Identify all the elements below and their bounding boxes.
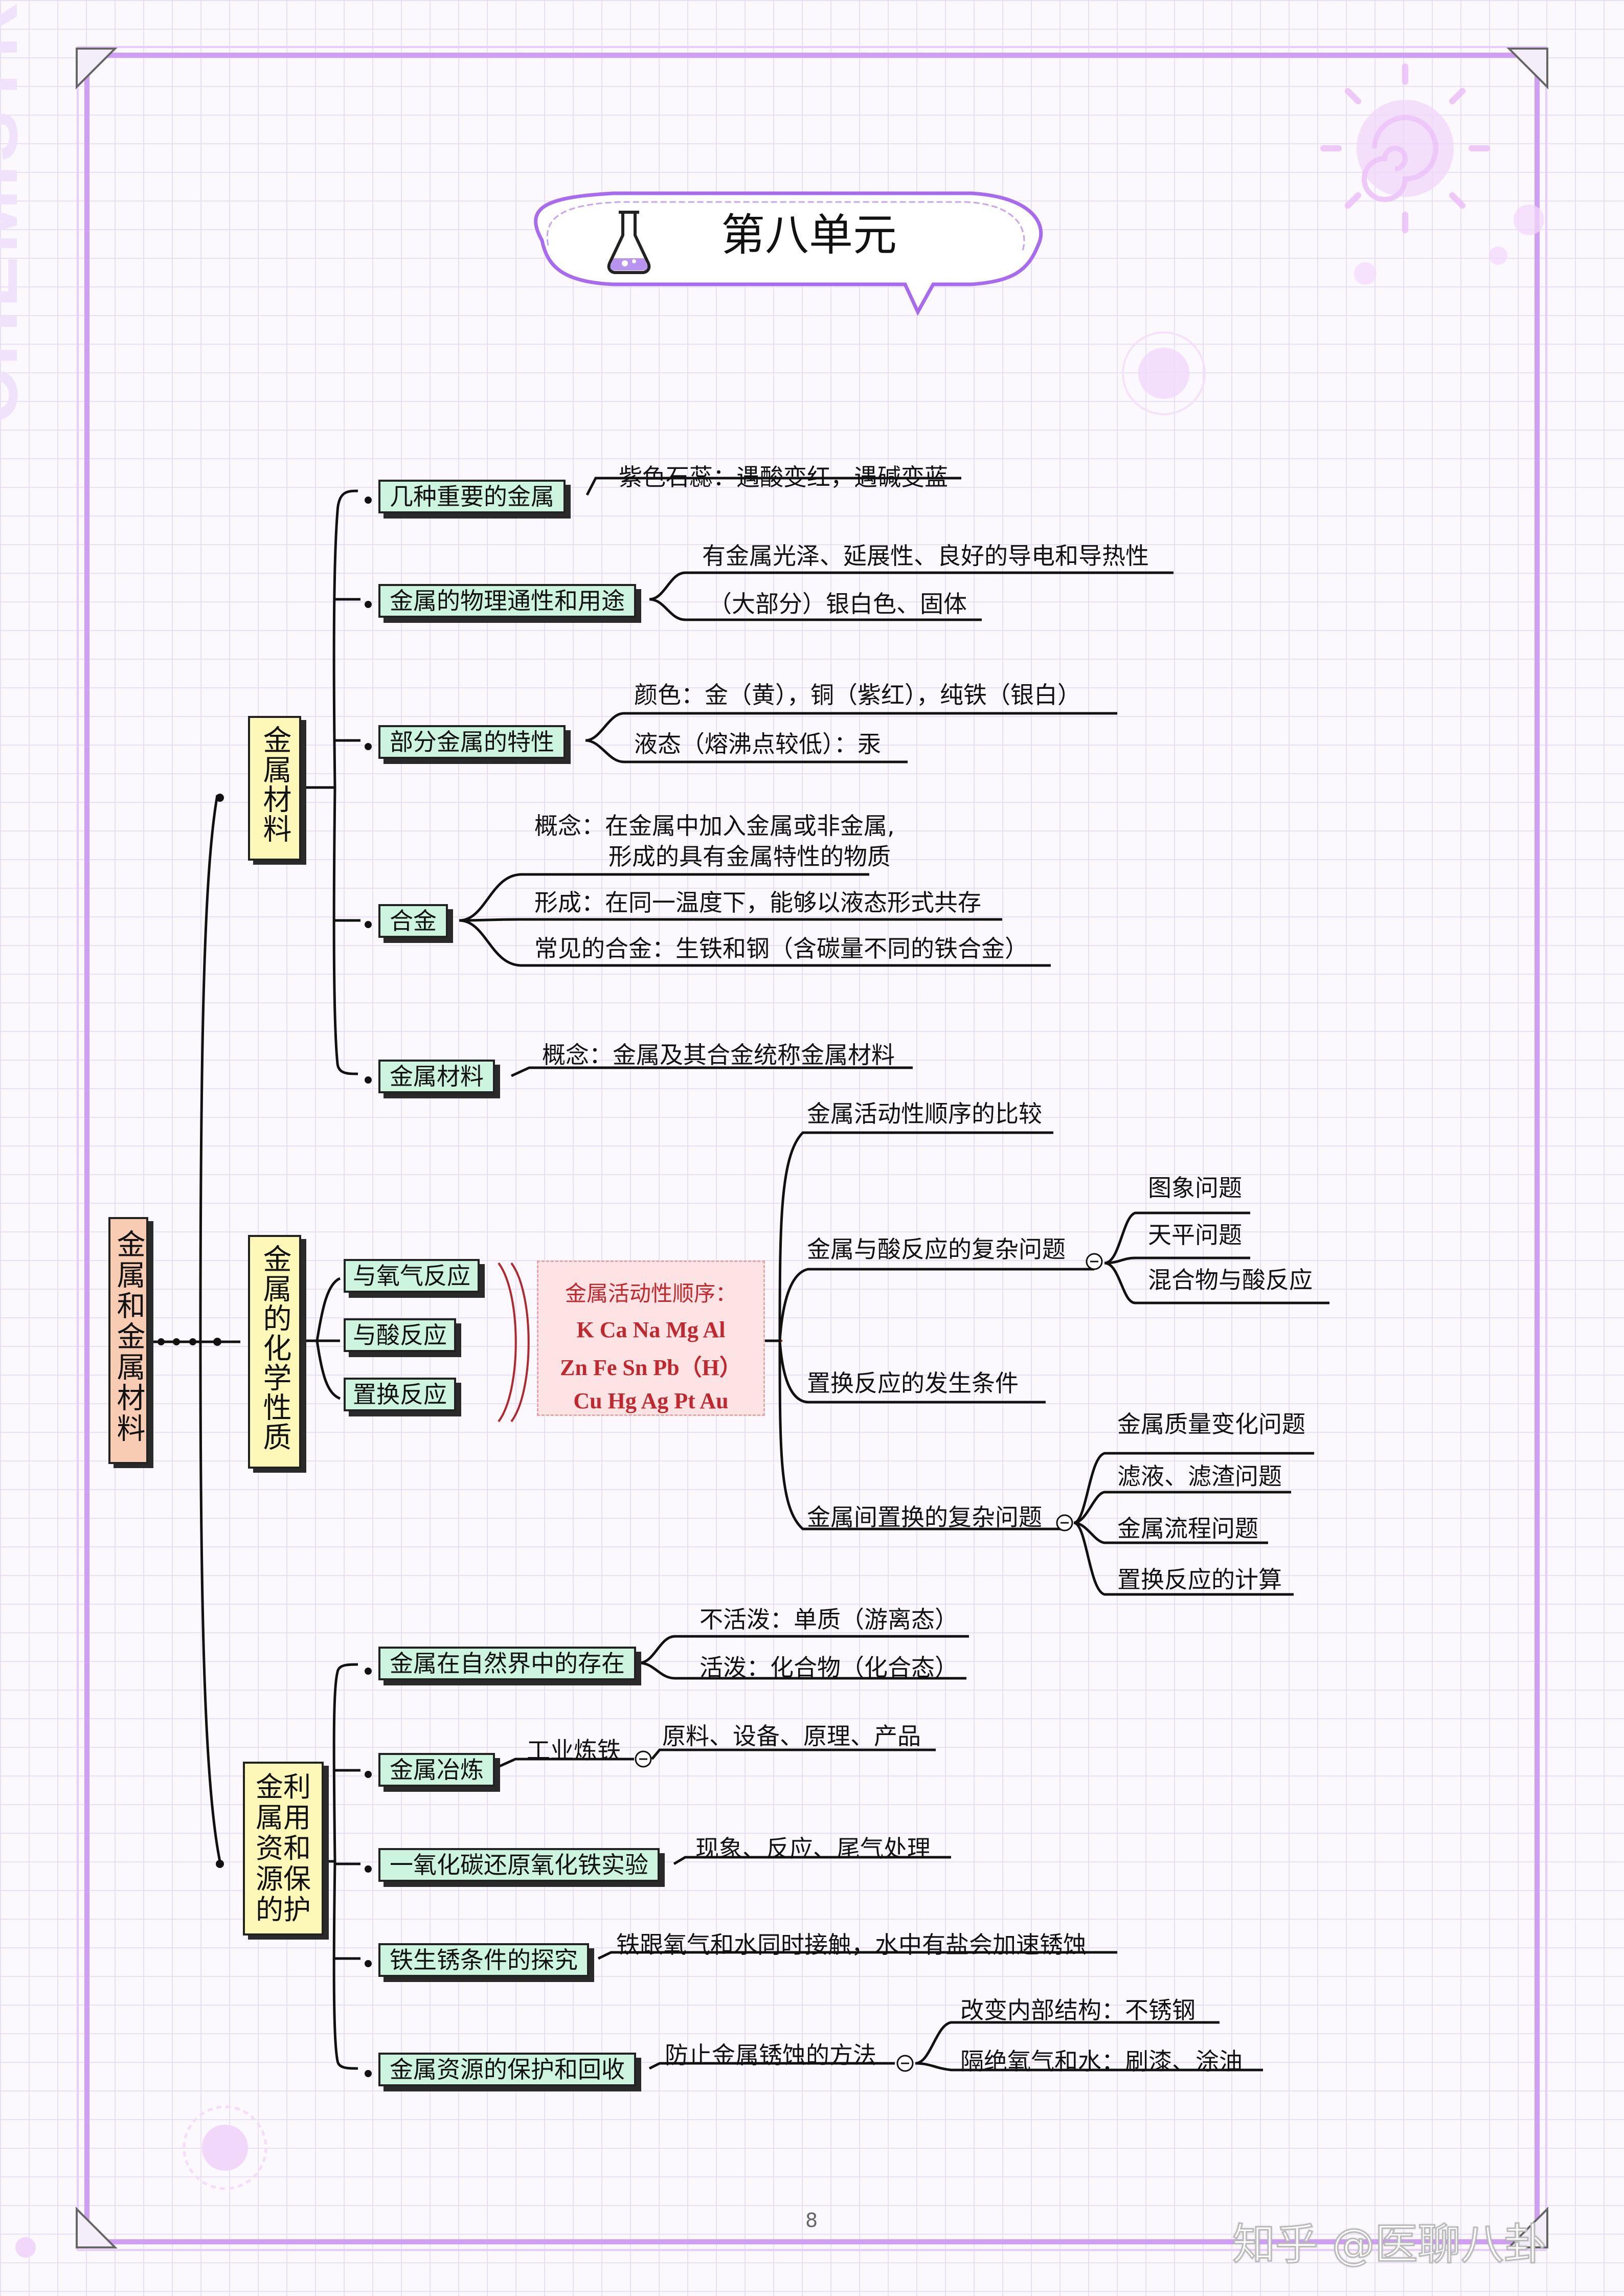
leaf-alloy-concept-2: 形成的具有金属特性的物质 [608, 843, 891, 870]
leaf-mercury: 液态（熔沸点较低）：汞 [634, 730, 881, 758]
flask-icon [607, 211, 651, 274]
bubble-decoration [183, 2105, 267, 2190]
leaf-common-alloys: 常见的合金：生铁和钢（含碳量不同的铁合金） [534, 935, 1028, 962]
node-oxygen-reaction[interactable]: 与氧气反应 [344, 1259, 480, 1293]
section-label-line: 金利 [256, 1771, 311, 1803]
node-acid-reaction[interactable]: 与酸反应 [344, 1318, 456, 1352]
root-node-label: 金属和金属材料 [112, 1229, 145, 1444]
section-label-line: 资和 [256, 1832, 311, 1864]
section-label: 金属材料 [258, 725, 291, 844]
section-label-line: 的护 [256, 1894, 311, 1926]
bubble-decoration [1122, 331, 1206, 415]
branch-metal-displacement-complex: 金属间置换的复杂问题 [807, 1503, 1042, 1531]
leaf-inactive: 不活泼：单质（游离态） [700, 1606, 958, 1633]
source-credit: 知乎 @医聊八卦 [1232, 2219, 1548, 2270]
collapse-circle-icon[interactable] [1056, 1514, 1073, 1532]
leaf-mixture-acid: 混合物与酸反应 [1148, 1266, 1313, 1294]
mid-rust-prevention: 防止金属锈蚀的方法 [665, 2041, 876, 2069]
activity-series-line: Zn Fe Sn Pb（H） [560, 1355, 742, 1380]
leaf-iron-elements: 原料、设备、原理、产品 [662, 1722, 921, 1750]
page-title: 第八单元 [721, 210, 897, 261]
leaf-colors: 颜色：金（黄），铜（紫红），纯铁（银白） [634, 681, 1081, 709]
leaf-alloy-concept-1: 概念：在金属中加入金属或非金属, [534, 812, 895, 840]
leaf-isolation: 隔绝氧气和水：刷漆、涂油 [960, 2047, 1243, 2075]
bubble-decoration [15, 2237, 36, 2258]
leaf-alloy-formation: 形成：在同一温度下，能够以液态形式共存 [534, 889, 981, 916]
sun-decoration [1320, 63, 1544, 285]
page-border-outer [77, 46, 1547, 2251]
node-metal-materials[interactable]: 金属材料 [378, 1060, 495, 1093]
node-special-properties[interactable]: 部分金属的特性 [378, 725, 566, 759]
leaf-stainless: 改变内部结构：不锈钢 [960, 1996, 1196, 2024]
leaf-materials-concept: 概念：金属及其合金统称金属材料 [542, 1041, 895, 1069]
collapse-circle-icon[interactable] [1086, 1253, 1103, 1270]
node-alloy[interactable]: 合金 [378, 904, 448, 938]
activity-series-box: 金属活动性顺序： K Ca Na Mg Al Zn Fe Sn Pb（H） Cu… [537, 1260, 765, 1416]
leaf-balance-problem: 天平问题 [1148, 1221, 1242, 1249]
title-cloud [534, 191, 1043, 316]
node-natural-existence[interactable]: 金属在自然界中的存在 [378, 1647, 636, 1680]
bubble-decoration [1138, 348, 1189, 399]
bubble-decoration [202, 2125, 248, 2171]
root-node[interactable]: 金属和金属材料 [108, 1217, 148, 1464]
activity-series-line: K Ca Na Mg Al [576, 1317, 726, 1342]
section-label-line: 属用 [256, 1802, 311, 1834]
mid-industrial-iron: 工业炼铁 [527, 1737, 621, 1764]
node-smelting[interactable]: 金属冶炼 [378, 1753, 495, 1787]
node-displacement-reaction[interactable]: 置换反应 [344, 1378, 456, 1411]
node-physical-properties[interactable]: 金属的物理通性和用途 [378, 584, 636, 618]
leaf-calculation: 置换反应的计算 [1117, 1566, 1282, 1593]
leaf-flow-problem: 金属流程问题 [1117, 1515, 1258, 1542]
collapse-circle-icon[interactable] [896, 2055, 914, 2072]
branch-activity-comparison: 金属活动性顺序的比较 [807, 1100, 1042, 1128]
chemistry-watermark: CHEMISTRY [0, 0, 33, 424]
page-number: 8 [805, 2209, 818, 2232]
leaf-mass-change: 金属质量变化问题 [1117, 1410, 1305, 1438]
leaf-physical-1: 有金属光泽、延展性、良好的导电和导热性 [702, 542, 1149, 570]
section-label-line: 源保 [256, 1863, 311, 1895]
branch-displacement-conditions: 置换反应的发生条件 [807, 1369, 1019, 1397]
branch-acid-complex: 金属与酸反应的复杂问题 [807, 1235, 1066, 1263]
leaf-rust-conditions: 铁跟氧气和水同时接触，水中有盐会加速锈蚀 [616, 1931, 1087, 1959]
activity-series-line: Cu Hg Ag Pt Au [573, 1388, 729, 1413]
section-resources[interactable]: 金利 属用 资和 源保 的护 [243, 1762, 324, 1935]
corner-tab [76, 2207, 118, 2248]
collapse-circle-icon[interactable] [635, 1750, 652, 1768]
leaf-co-phenomena: 现象、反应、尾气处理 [695, 1835, 931, 1862]
corner-tab [1506, 2207, 1548, 2248]
section-metal-materials[interactable]: 金属材料 [248, 716, 301, 861]
leaf-active: 活泼：化合物（化合态） [700, 1654, 958, 1681]
leaf-filtrate: 滤液、滤渣问题 [1117, 1462, 1282, 1490]
node-important-metals[interactable]: 几种重要的金属 [378, 480, 566, 513]
corner-tab [1506, 48, 1548, 89]
node-resource-protection[interactable]: 金属资源的保护和回收 [378, 2053, 636, 2086]
page-border [84, 53, 1540, 2244]
section-label: 金属的化学性质 [258, 1244, 291, 1452]
section-chemical-properties[interactable]: 金属的化学性质 [248, 1235, 301, 1469]
leaf-physical-2: （大部分）银白色、固体 [708, 590, 967, 618]
leaf-graph-problem: 图象问题 [1148, 1174, 1242, 1202]
node-rust-investigation[interactable]: 铁生锈条件的探究 [378, 1943, 589, 1977]
activity-series-title: 金属活动性顺序： [565, 1281, 737, 1306]
corner-tab [76, 48, 118, 89]
leaf-litmus: 紫色石蕊：遇酸变红，遇碱变蓝 [619, 463, 948, 491]
node-co-reduction[interactable]: 一氧化碳还原氧化铁实验 [378, 1848, 660, 1882]
